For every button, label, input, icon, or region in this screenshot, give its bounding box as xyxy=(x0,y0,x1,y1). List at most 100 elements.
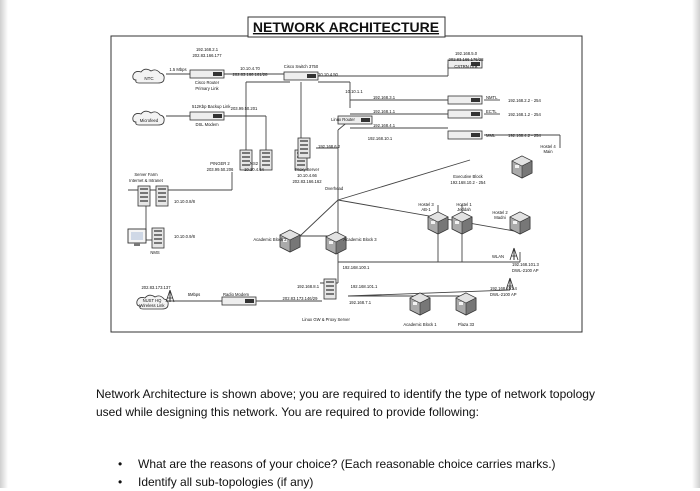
hostel1-label: Hostel 1 xyxy=(456,202,472,207)
hostel3-name-label: AB-1 xyxy=(421,207,431,212)
pinger-ip-label: 203.99.50.206 xyxy=(207,167,234,172)
hostel3-icon xyxy=(427,211,449,235)
farm-ip2-label: 10.10.0.9/8 xyxy=(174,234,196,239)
mml-box xyxy=(447,130,483,140)
ip-192-168-6-2-label: 192.168.6.2 xyxy=(318,144,341,149)
lr-ip2-label: 192.168.1.1 xyxy=(373,109,396,114)
nust-sub-label: Wireless Link xyxy=(140,303,166,308)
cust-link-label: CSTRN Link xyxy=(454,64,478,69)
server-farm-label: Server Farm xyxy=(134,172,158,177)
linux-ip2-label: 192.168.101.1 xyxy=(351,284,378,289)
linux-ip3-label: 202.83.173.146/29 xyxy=(283,296,319,301)
backup-ip-label: 203.99.50.201 xyxy=(231,106,258,111)
mml-ip-label: 192.168.4.2 - 254 xyxy=(508,133,542,138)
linux-ip1-label: 192.168.8.1 xyxy=(297,284,320,289)
server-tower-icon xyxy=(155,185,169,207)
ip-192-168-100-1-label: 192.168.100.1 xyxy=(343,265,370,270)
ectl-box xyxy=(447,109,483,119)
academic3-label: Academic Block 3 xyxy=(343,237,377,242)
connection-lines xyxy=(128,64,561,302)
server-tower-icon xyxy=(137,185,151,207)
router-ip1-label: 10.10.4.70 xyxy=(240,66,260,71)
router-ip2-label: 202.83.166.161/28 xyxy=(233,72,269,77)
primary-link-label: Primary Link xyxy=(195,86,219,91)
title-box xyxy=(247,16,446,38)
ap2-name-label: DWL-2100 AP xyxy=(490,292,517,297)
hostel4-name-label: Main xyxy=(543,149,553,154)
microfeed-label: Microfeed xyxy=(140,118,159,123)
nmtl-ip-label: 192.168.2.2 - 254 xyxy=(508,98,542,103)
ectl-ip-label: 192.168.1.2 - 254 xyxy=(508,112,542,117)
ntc-link-label: 1.5 Mbps xyxy=(169,67,186,72)
cust-ip2-label: 202.83.166.176/28 xyxy=(449,57,485,62)
academic1-icon xyxy=(409,292,431,316)
ectl-label: ECTL xyxy=(486,109,497,114)
proxy-label: Proxy Server xyxy=(295,167,320,172)
ap2-ip-label: 192.168.101.4 xyxy=(490,286,517,291)
plaza-label: Plaza 33 xyxy=(458,322,475,327)
ip-10-10-1-1-label: 10.10.1.1 xyxy=(345,89,363,94)
ap1-ip-label: 192.168.101.3 xyxy=(512,262,539,267)
hostel2-name-label: Madni xyxy=(494,215,505,220)
dsl-modem-label: DSL Modem xyxy=(195,122,219,127)
isp-ip2-label: 202.83.166.177 xyxy=(192,53,222,58)
hostel2-icon xyxy=(509,211,531,235)
linux-gw-label: Linux GW & Proxy Server xyxy=(302,317,350,322)
requirement-item: Identify all sub-topologies (if any) xyxy=(118,473,598,491)
cisco-router-label: Cisco Router xyxy=(195,80,220,85)
hostel1-name-label: Jeddah xyxy=(457,207,471,212)
proxy-ip2-label: 202.83.166.162 xyxy=(292,179,322,184)
academic1-label: Academic Block 1 xyxy=(403,322,437,327)
pinger-label: PINGER 2 xyxy=(210,161,230,166)
radio-modem-label: Radio Modem xyxy=(223,292,250,297)
diagram-title: NETWORK ARCHITECTURE xyxy=(253,19,439,35)
ns2-label: NS2 xyxy=(250,161,259,166)
switch-ip-label: 10.10.4.50 xyxy=(318,72,338,77)
requirement-item: What are the reasons of your choice? (Ea… xyxy=(118,455,598,473)
ntc-label: NTC xyxy=(144,76,154,81)
plaza-icon xyxy=(455,292,477,316)
server-farm-sub-label: Internet & Intranet xyxy=(129,178,163,183)
wlan-label: WLAN xyxy=(492,254,504,259)
exec-ip-label: 192.168.10.2 - 254 xyxy=(450,180,486,185)
exec-block-label: Executive Block xyxy=(453,174,483,179)
radio-modem-box xyxy=(221,296,257,306)
academic2-label: Academic Block 2 xyxy=(253,237,287,242)
nms-label: NMS xyxy=(150,250,160,255)
mml-label: MML xyxy=(486,133,496,138)
nmtl-label: NMTL xyxy=(486,95,498,100)
ap1-name-label: DWL-2100 AP xyxy=(512,268,539,273)
question-paragraph: Network Architecture is shown above; you… xyxy=(96,387,595,419)
nms-monitor-icon xyxy=(127,228,147,246)
server-tower-icon xyxy=(151,227,165,249)
isp-ip1-label: 192.168.2.1 xyxy=(196,47,219,52)
cust-ip1-label: 192.168.5.0 xyxy=(455,51,478,56)
academic3-icon xyxy=(325,231,347,255)
lr-ip1-label: 192.168.3.1 xyxy=(373,95,396,100)
ns2-ip-label: 10.10.4.64 xyxy=(244,167,264,172)
right-page-shadow xyxy=(692,0,700,488)
cisco-switch-box xyxy=(283,71,319,81)
lr-ip3-label: 192.168.4.1 xyxy=(373,123,396,128)
hostel4-icon xyxy=(511,155,533,179)
lr-ip4-label: 192.168.10.1 xyxy=(368,136,393,141)
nust-label: NUST HQ xyxy=(143,298,163,303)
hostel2-label: Hostel 2 xyxy=(492,210,508,215)
farm-ip1-label: 10.10.0.8/8 xyxy=(174,199,196,204)
linux-ip4-label: 192.168.7.1 xyxy=(349,300,372,305)
diagram-frame xyxy=(110,35,583,333)
left-page-shadow xyxy=(0,0,8,488)
nbps-label: 5Mbps xyxy=(188,292,201,297)
overhead-label: Overhead xyxy=(325,186,344,191)
hostel1-icon xyxy=(451,211,473,235)
dsl-modem-box xyxy=(189,111,225,121)
hostel3-label: Hostel 3 xyxy=(418,202,434,207)
proxy-ip1-label: 10.10.4.66 xyxy=(297,173,317,178)
linux-router-label: Linux Router xyxy=(331,117,355,122)
nust-ip-label: 202.83.173.137 xyxy=(141,285,171,290)
cisco-router-box xyxy=(189,69,225,79)
hostel4-label: Hostel 4 xyxy=(540,144,556,149)
server-tower-icon xyxy=(323,278,337,300)
network-diagram: NETWORK ARCHITECTURE xyxy=(110,16,583,333)
cisco-switch-label: Cisco Switch 3750 xyxy=(284,64,319,69)
